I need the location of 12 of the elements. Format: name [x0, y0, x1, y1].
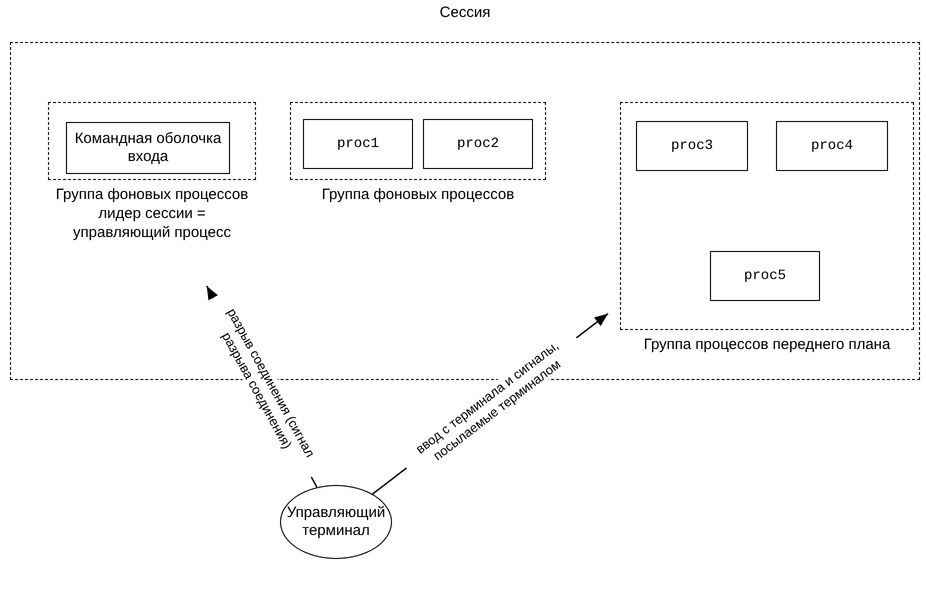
process-box: proc1 — [303, 119, 413, 169]
group-label: Сессия — [440, 4, 490, 23]
process-box: proc5 — [710, 251, 820, 301]
group-label: Группа процессов переднего плана — [644, 336, 890, 355]
process-box: Командная оболочка входа — [66, 122, 230, 174]
group-label: Группа фоновых процессов — [56, 186, 248, 205]
process-box: proc2 — [423, 119, 533, 169]
terminal-ellipse: Управляющий терминал — [280, 485, 392, 559]
group-label: лидер сессии = управляющий процесс — [72, 204, 232, 242]
process-box: proc4 — [776, 121, 888, 171]
group-label: Группа фоновых процессов — [322, 186, 514, 205]
process-box: proc3 — [636, 121, 748, 171]
